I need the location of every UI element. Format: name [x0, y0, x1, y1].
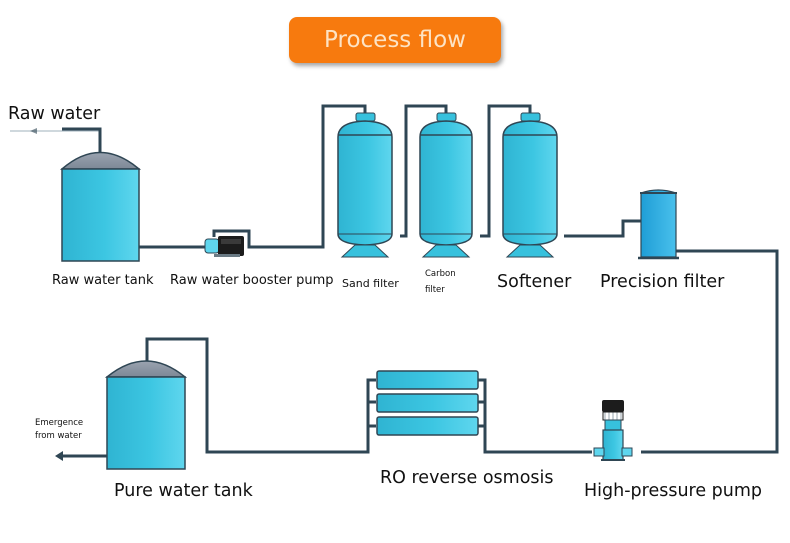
high-pressure-pump [593, 400, 633, 461]
pipe-raw-water-inlet [10, 130, 102, 153]
carbon-filter-vessel [419, 112, 473, 258]
raw-water-tank [59, 151, 142, 262]
pipe-sand-to-carbon [400, 104, 448, 238]
pipe-raw-water-inlet-main [62, 127, 102, 153]
pipe-carbon-to-softener [480, 104, 532, 238]
high-pressure-pump-label: High-pressure pump [584, 481, 763, 501]
sand-filter-label: Sand filter [342, 277, 399, 290]
sand-filter-vessel [337, 112, 393, 258]
pure-water-tank-label: Pure water tank [114, 481, 253, 501]
carbon-filter-label-line1: Carbon [425, 269, 456, 279]
pipe-booster-bypass [212, 104, 367, 249]
outlet-arrow-icon [55, 451, 63, 461]
pipe-precision-to-hp [641, 249, 779, 454]
precision-filter-label: Precision filter [600, 272, 725, 292]
raw-water-booster-pump [204, 236, 244, 257]
softener-vessel [502, 112, 558, 258]
pipe-hp-to-ro [478, 378, 592, 454]
ro-membrane-array [376, 370, 479, 436]
ro-reverse-osmosis-label: RO reverse osmosis [380, 468, 554, 488]
pipe-softener-to-precision [564, 219, 641, 238]
booster-pump-label: Raw water booster pump [170, 273, 334, 288]
raw-water-tank-label: Raw water tank [52, 273, 154, 288]
inlet-arrow-icon [30, 128, 37, 134]
emergence-label-line1: Emergence [35, 418, 84, 428]
pure-water-tank [104, 360, 188, 470]
ro-membrane [376, 370, 479, 390]
pipe-ro-to-tank [145, 337, 376, 454]
emergence-label-line2: from water [35, 431, 82, 441]
raw-water-label: Raw water [8, 104, 101, 124]
process-flow-title: Process flow [289, 17, 501, 63]
ro-membrane [376, 393, 479, 413]
softener-label: Softener [497, 272, 572, 292]
carbon-filter-label-line2: filter [425, 285, 445, 295]
precision-filter-vessel [638, 189, 679, 260]
ro-membrane [376, 416, 479, 436]
